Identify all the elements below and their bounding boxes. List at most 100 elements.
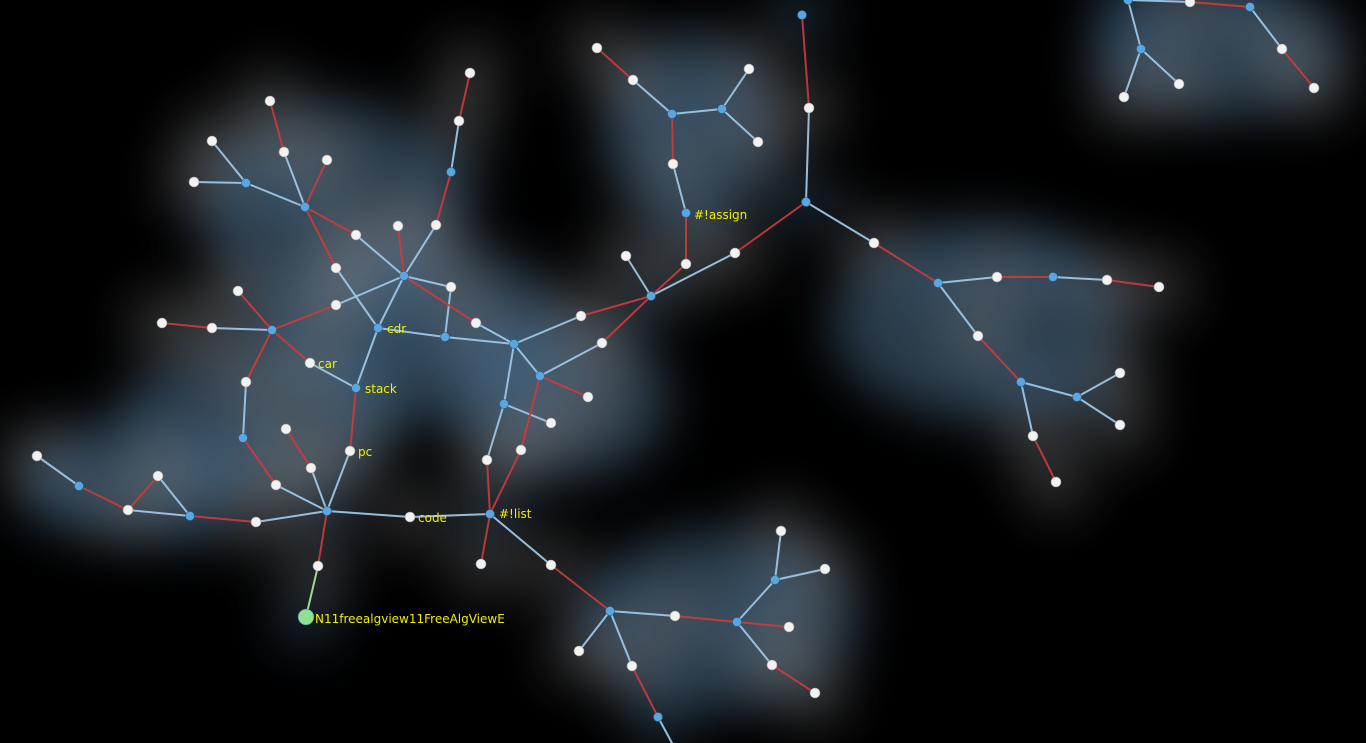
node-white[interactable]: [991, 271, 1003, 283]
node-white[interactable]: [156, 317, 168, 329]
node-white[interactable]: [582, 391, 594, 403]
node-white[interactable]: [481, 454, 493, 466]
node-white[interactable]: [1114, 367, 1126, 379]
node-white[interactable]: [240, 376, 252, 388]
node-white[interactable]: [206, 322, 218, 334]
node-blue[interactable]: [1123, 0, 1133, 5]
node-white[interactable]: [350, 229, 362, 241]
node-white[interactable]: [330, 299, 342, 311]
node-white[interactable]: [515, 444, 527, 456]
node-blue[interactable]: [1136, 44, 1146, 54]
node-white[interactable]: [752, 136, 764, 148]
node-white[interactable]: [270, 479, 282, 491]
node-white[interactable]: [278, 146, 290, 158]
node-white[interactable]: [475, 558, 487, 570]
node-blue[interactable]: [646, 291, 656, 301]
node-blue[interactable]: [74, 481, 84, 491]
node-blue[interactable]: [535, 371, 545, 381]
node-white[interactable]: [803, 102, 815, 114]
node-white[interactable]: [1276, 43, 1288, 55]
node-white[interactable]: [1308, 82, 1320, 94]
node-white[interactable]: [152, 470, 164, 482]
node-white[interactable]: [1118, 91, 1130, 103]
node-white[interactable]: [404, 511, 416, 523]
node-blue[interactable]: [770, 575, 780, 585]
node-white[interactable]: [669, 610, 681, 622]
node-white[interactable]: [1153, 281, 1165, 293]
node-white[interactable]: [453, 115, 465, 127]
node-white[interactable]: [330, 262, 342, 274]
node-white[interactable]: [464, 67, 476, 79]
node-white[interactable]: [31, 450, 43, 462]
node-blue[interactable]: [241, 178, 251, 188]
node-white[interactable]: [743, 63, 755, 75]
node-blue[interactable]: [509, 339, 519, 349]
node-white[interactable]: [206, 135, 218, 147]
node-white[interactable]: [627, 74, 639, 86]
node-white[interactable]: [312, 560, 324, 572]
node-white[interactable]: [620, 250, 632, 262]
node-white[interactable]: [972, 330, 984, 342]
node-blue[interactable]: [399, 271, 409, 281]
node-blue[interactable]: [351, 383, 361, 393]
node-white[interactable]: [596, 337, 608, 349]
node-blue[interactable]: [667, 109, 677, 119]
node-white[interactable]: [766, 659, 778, 671]
node-white[interactable]: [545, 417, 557, 429]
node-white[interactable]: [667, 158, 679, 170]
node-white[interactable]: [819, 563, 831, 575]
node-blue[interactable]: [322, 506, 332, 516]
node-blue[interactable]: [1016, 377, 1026, 387]
node-blue[interactable]: [1245, 2, 1255, 12]
node-blue[interactable]: [238, 433, 248, 443]
node-white[interactable]: [232, 285, 244, 297]
node-white[interactable]: [1050, 476, 1062, 488]
node-blue[interactable]: [801, 197, 811, 207]
node-white[interactable]: [575, 310, 587, 322]
node-white[interactable]: [264, 95, 276, 107]
node-white[interactable]: [775, 525, 787, 537]
node-white[interactable]: [591, 42, 603, 54]
node-blue[interactable]: [440, 332, 450, 342]
node-white[interactable]: [809, 687, 821, 699]
node-blue[interactable]: [653, 712, 663, 722]
node-white[interactable]: [573, 645, 585, 657]
node-white[interactable]: [1184, 0, 1196, 8]
root-node[interactable]: [297, 608, 315, 626]
node-blue[interactable]: [499, 399, 509, 409]
node-white[interactable]: [1101, 274, 1113, 286]
node-white[interactable]: [1114, 419, 1126, 431]
node-blue[interactable]: [446, 167, 456, 177]
node-white[interactable]: [304, 357, 316, 369]
node-blue[interactable]: [1072, 392, 1082, 402]
node-white[interactable]: [545, 559, 557, 571]
node-white[interactable]: [392, 220, 404, 232]
node-white[interactable]: [280, 423, 292, 435]
node-white[interactable]: [122, 504, 134, 516]
node-white[interactable]: [430, 219, 442, 231]
node-blue[interactable]: [732, 617, 742, 627]
node-blue[interactable]: [933, 278, 943, 288]
node-blue[interactable]: [797, 10, 807, 20]
node-blue[interactable]: [605, 606, 615, 616]
node-white[interactable]: [868, 237, 880, 249]
node-blue[interactable]: [681, 208, 691, 218]
node-white[interactable]: [626, 660, 638, 672]
node-white[interactable]: [305, 462, 317, 474]
node-blue[interactable]: [717, 104, 727, 114]
node-white[interactable]: [783, 621, 795, 633]
node-blue[interactable]: [373, 323, 383, 333]
node-blue[interactable]: [300, 202, 310, 212]
node-blue[interactable]: [1048, 272, 1058, 282]
node-blue[interactable]: [185, 511, 195, 521]
node-blue[interactable]: [485, 509, 495, 519]
node-white[interactable]: [470, 317, 482, 329]
node-white[interactable]: [445, 281, 457, 293]
node-white[interactable]: [250, 516, 262, 528]
node-blue[interactable]: [267, 325, 277, 335]
node-white[interactable]: [344, 445, 356, 457]
node-white[interactable]: [188, 176, 200, 188]
node-white[interactable]: [1027, 430, 1039, 442]
node-white[interactable]: [680, 258, 692, 270]
node-white[interactable]: [321, 154, 333, 166]
